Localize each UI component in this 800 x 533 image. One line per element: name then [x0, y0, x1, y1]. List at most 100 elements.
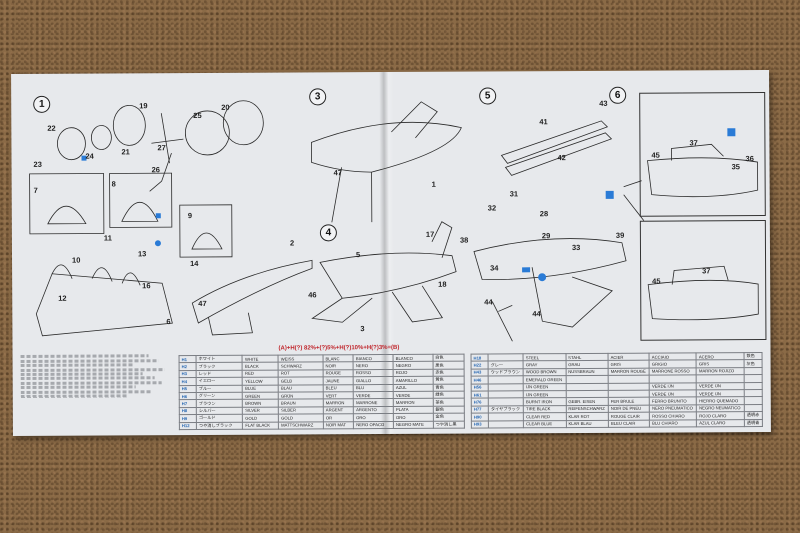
color-name-cell: NERO OPACO — [353, 421, 394, 429]
callout: 11 — [103, 233, 112, 243]
callout: 16 — [142, 281, 151, 291]
paint-code: H18 — [471, 353, 489, 362]
color-name-cell — [744, 374, 763, 383]
callout: 17 — [425, 229, 435, 239]
callout: 38 — [459, 235, 469, 245]
paint-code: H76 — [471, 398, 489, 406]
color-name-cell: FLAT BLACK — [242, 421, 279, 430]
callout: 7 — [33, 185, 38, 195]
callout: 20 — [221, 102, 230, 112]
color-name-cell: BLU CHIARO — [649, 419, 697, 428]
paint-code: H1 — [179, 355, 197, 364]
callout: 5 — [355, 250, 361, 260]
callout: 10 — [72, 255, 81, 265]
callout: 42 — [557, 153, 566, 163]
callout: 41 — [539, 117, 548, 127]
paint-code: H7 — [179, 399, 197, 408]
callout: 2 — [289, 238, 295, 248]
color-name-cell: 灰色 — [743, 359, 763, 368]
callout: 24 — [85, 151, 94, 161]
callout: 28 — [539, 209, 549, 219]
callout: 39 — [615, 230, 625, 240]
paint-code: H22 — [471, 361, 489, 369]
callout: 36 — [745, 154, 754, 164]
callout: 35 — [731, 162, 740, 172]
color-name-cell: BLEU CLAIR — [608, 419, 650, 428]
callout: 21 — [121, 147, 130, 157]
callout: 44 — [484, 297, 493, 307]
color-name-cell: 透明青 — [744, 419, 763, 427]
color-name-cell: KLAR BLAU — [565, 419, 609, 428]
color-name-cell — [744, 382, 763, 390]
callout: 44 — [532, 309, 541, 319]
callout: 18 — [438, 279, 447, 289]
paint-code: H12 — [179, 422, 197, 430]
color-name-cell: AZUL CLARO — [696, 419, 745, 427]
color-name-cell — [744, 404, 763, 412]
color-name-cell — [744, 396, 763, 405]
color-name-cell: 鉄色 — [743, 352, 763, 361]
callout: 27 — [157, 143, 166, 153]
callout: 14 — [190, 259, 199, 269]
color-name-cell — [744, 389, 763, 397]
callout: 29 — [541, 231, 551, 241]
callout: 6 — [166, 317, 171, 327]
color-name-cell: MATTSCHWARZ — [278, 421, 324, 429]
callout: 3 — [360, 324, 365, 334]
paint-code: H61 — [471, 390, 489, 399]
color-name-cell: CLEAR BLUE — [523, 420, 567, 428]
paint-code: H4 — [179, 377, 197, 386]
assembly-drawings — [29, 100, 759, 342]
callout: 37 — [702, 266, 711, 276]
paint-code: H2 — [179, 362, 197, 371]
callout: 43 — [599, 98, 608, 108]
paint-code: H56 — [471, 383, 489, 392]
callout: 26 — [151, 165, 160, 175]
callout: 1 — [431, 179, 436, 189]
callout: 45 — [651, 150, 660, 160]
paint-code: H90 — [471, 413, 489, 421]
color-name-cell: ウッドブラウン — [488, 368, 524, 377]
color-name-cell: NEGRO MATE — [393, 420, 434, 429]
callout: 25 — [193, 110, 202, 121]
callout: 23 — [33, 159, 42, 169]
paint-code: H6 — [179, 392, 197, 400]
color-name-cell: 透明赤 — [744, 411, 763, 420]
callout: 12 — [58, 293, 67, 303]
callout: 46 — [308, 290, 317, 300]
callout: 19 — [139, 101, 148, 111]
instruction-sheet: 1 3 4 5 6 — [11, 70, 771, 436]
paint-code: H8 — [179, 407, 197, 415]
paint-code: H93 — [471, 420, 489, 428]
paint-code: H5 — [179, 385, 197, 393]
callout: 37 — [689, 138, 698, 148]
color-name-cell — [743, 367, 763, 375]
callout: 33 — [571, 243, 581, 253]
callout: 47 — [198, 298, 207, 309]
color-name-cell: NOIR MAT — [323, 421, 354, 429]
paint-code: H43 — [471, 368, 489, 377]
paint-code: H9 — [179, 414, 197, 423]
color-mix-formula: (A)+H(?) 82%+(?)5%+H(?)10%+H(?)3%=(B) — [278, 344, 400, 352]
callout: 45 — [652, 276, 661, 286]
callout: 9 — [187, 211, 192, 221]
callout: 32 — [487, 203, 497, 213]
callout: 8 — [111, 179, 116, 189]
paint-code: H46 — [471, 376, 489, 384]
color-name-cell: タイヤブラック — [488, 405, 524, 414]
callout: 13 — [137, 249, 147, 259]
callout: 34 — [490, 263, 499, 273]
color-name-cell: つや消しブラック — [196, 421, 243, 430]
callout: 31 — [509, 189, 519, 199]
color-name-cell: つや消し黒 — [433, 420, 465, 429]
paint-code: H77 — [471, 405, 489, 414]
callout: 22 — [47, 123, 56, 133]
color-name-cell — [488, 420, 524, 428]
assembly-notes — [20, 353, 181, 426]
paint-code: H3 — [179, 370, 197, 378]
callout: 47 — [333, 168, 342, 178]
